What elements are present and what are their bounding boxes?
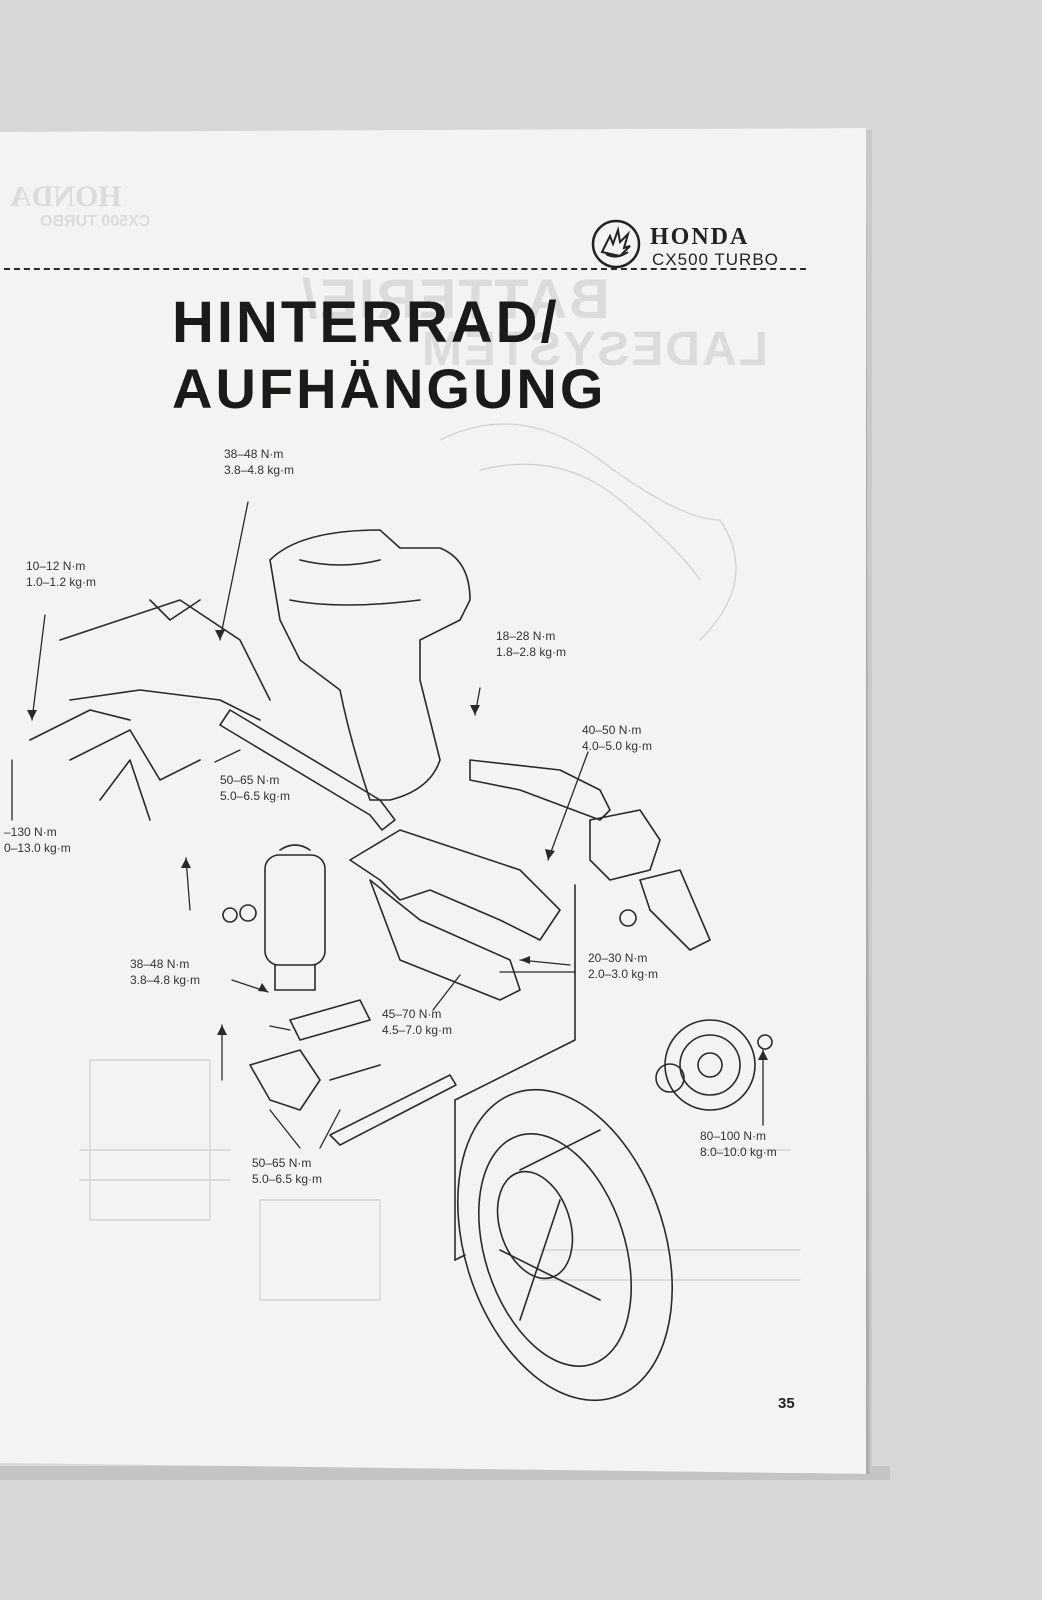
page-number: 35 [778, 1395, 795, 1412]
torque-label-11: 50–65 N·m 5.0–6.5 kg·m [252, 1155, 322, 1187]
torque-label-6: –130 N·m 0–13.0 kg·m [4, 824, 71, 856]
torque-nm: 50–65 N·m [220, 773, 280, 787]
torque-kgm: 3.8–4.8 kg·m [130, 973, 201, 987]
torque-nm: 80–100 N·m [700, 1129, 767, 1143]
torque-nm: 38–48 N·m [130, 957, 190, 971]
header-divider [4, 268, 806, 270]
torque-nm: 50–65 N·m [252, 1156, 312, 1170]
torque-label-5: 50–65 N·m 5.0–6.5 kg·m [220, 772, 290, 804]
model-name: CX500 TURBO [652, 250, 779, 269]
torque-link-shape [469, 759, 611, 821]
page-title: HINTERRAD/ AUFHÄNGUNG [172, 290, 606, 422]
torque-kgm: 1.0–1.2 kg·m [26, 575, 97, 589]
torque-label-10: 80–100 N·m 8.0–10.0 kg·m [700, 1128, 777, 1160]
torque-kgm: 0–13.0 kg·m [4, 841, 71, 855]
final-drive-hub [664, 1019, 756, 1111]
torque-nm: –130 N·m [4, 825, 57, 839]
torque-label-9: 45–70 N·m 4.5–7.0 kg·m [382, 1006, 452, 1038]
torque-nm: 45–70 N·m [382, 1007, 442, 1021]
torque-nm: 38–48 N·m [224, 447, 284, 461]
torque-kgm: 5.0–6.5 kg·m [220, 789, 291, 803]
torque-label-3: 18–28 N·m 1.8–2.8 kg·m [496, 628, 566, 660]
torque-kgm: 5.0–6.5 kg·m [252, 1172, 323, 1186]
linkage-bolt-shape [329, 1074, 457, 1146]
torque-nm: 20–30 N·m [588, 951, 648, 965]
torque-nm: 10–12 N·m [26, 559, 86, 573]
torque-kgm: 2.0–3.0 kg·m [588, 967, 659, 981]
page-title-line-1: HINTERRAD/ [172, 290, 560, 355]
rear-wheel-tire [457, 1088, 673, 1402]
swingarm-lower-shape [369, 879, 521, 1001]
torque-nm: 40–50 N·m [582, 723, 642, 737]
torque-label-2: 10–12 N·m 1.0–1.2 kg·m [26, 558, 96, 590]
swingarm-upper-shape [349, 829, 561, 941]
shock-absorber-body [264, 854, 326, 966]
torque-label-1: 38–48 N·m 3.8–4.8 kg·m [224, 446, 294, 478]
brand-name: HONDA [650, 224, 750, 250]
torque-kgm: 4.0–5.0 kg·m [582, 739, 653, 753]
torque-label-8: 20–30 N·m 2.0–3.0 kg·m [588, 950, 658, 982]
drive-shaft-shape [219, 709, 396, 831]
torque-nm: 18–28 N·m [496, 629, 556, 643]
page-title-line-2: AUFHÄNGUNG [172, 357, 607, 420]
torque-kgm: 3.8–4.8 kg·m [224, 463, 295, 477]
torque-kgm: 1.8–2.8 kg·m [496, 645, 567, 659]
honda-wing-logo-icon [591, 219, 641, 269]
torque-label-4: 40–50 N·m 4.0–5.0 kg·m [582, 722, 652, 754]
torque-kgm: 4.5–7.0 kg·m [382, 1023, 453, 1037]
torque-kgm: 8.0–10.0 kg·m [700, 1145, 777, 1159]
page-side-edge [866, 130, 872, 1472]
torque-label-7: 38–48 N·m 3.8–4.8 kg·m [130, 956, 200, 988]
rear-fender-shape [269, 529, 471, 801]
